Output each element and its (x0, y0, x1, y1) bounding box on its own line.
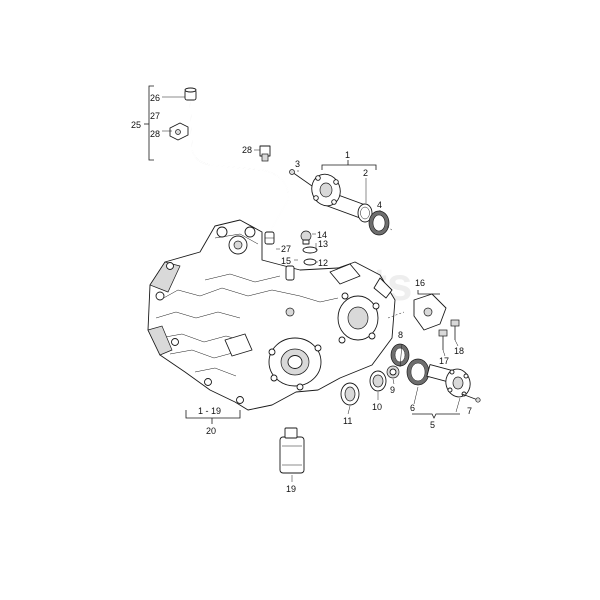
bolt-3 (289, 169, 313, 187)
label-12: 12 (318, 258, 328, 268)
seal-4 (368, 210, 390, 236)
label-16: 16 (415, 278, 425, 288)
oil-bottle-19 (279, 427, 305, 474)
label-1: 1 (345, 150, 350, 160)
gearbox-housing (147, 219, 396, 411)
label-2: 2 (363, 168, 368, 178)
label-27-top: 27 (150, 111, 160, 121)
label-17: 17 (439, 356, 449, 366)
bolt-7 (461, 393, 481, 403)
label-5: 5 (430, 420, 435, 430)
breather-pipe (184, 87, 289, 246)
label-4: 4 (377, 200, 382, 210)
seal-13-12 (302, 246, 318, 266)
bolt-18 (450, 319, 460, 340)
label-10: 10 (372, 402, 382, 412)
plug-14 (300, 230, 312, 245)
label-1-19-range: 1 - 19 (198, 406, 221, 416)
gear-11 (340, 382, 360, 406)
output-flange-left (311, 173, 364, 218)
label-6: 6 (410, 403, 415, 413)
label-15: 15 (281, 256, 291, 266)
output-flange-right (426, 364, 471, 398)
label-9: 9 (390, 385, 395, 395)
label-28-top: 28 (150, 129, 160, 139)
label-26: 26 (150, 93, 160, 103)
label-20: 20 (206, 426, 216, 436)
label-14: 14 (317, 230, 327, 240)
label-11: 11 (343, 416, 352, 426)
label-18: 18 (454, 346, 464, 356)
label-13: 13 (318, 239, 328, 249)
label-3: 3 (295, 159, 300, 169)
label-8: 8 (398, 330, 403, 340)
leader-lines (144, 85, 461, 482)
seal-8 (390, 343, 410, 367)
ring-6 (406, 358, 430, 386)
label-7: 7 (467, 406, 472, 416)
label-19: 19 (286, 484, 296, 494)
part-labels: 26 27 25 28 28 1 3 2 4 14 27 13 15 12 16… (131, 93, 472, 494)
pipe-clip-28-top (169, 122, 189, 141)
sleeve-9 (386, 365, 400, 379)
circlip-2 (357, 203, 373, 223)
label-28-mid: 28 (242, 145, 252, 155)
bolt-17 (438, 329, 448, 350)
pipe-fitting-27 (264, 231, 275, 245)
label-25: 25 (131, 120, 141, 130)
sender-15 (285, 265, 295, 281)
pipe-clip-28-mid (259, 145, 271, 162)
gear-10 (369, 370, 387, 392)
label-27-mid: 27 (281, 244, 291, 254)
bracket-16 (413, 293, 447, 331)
